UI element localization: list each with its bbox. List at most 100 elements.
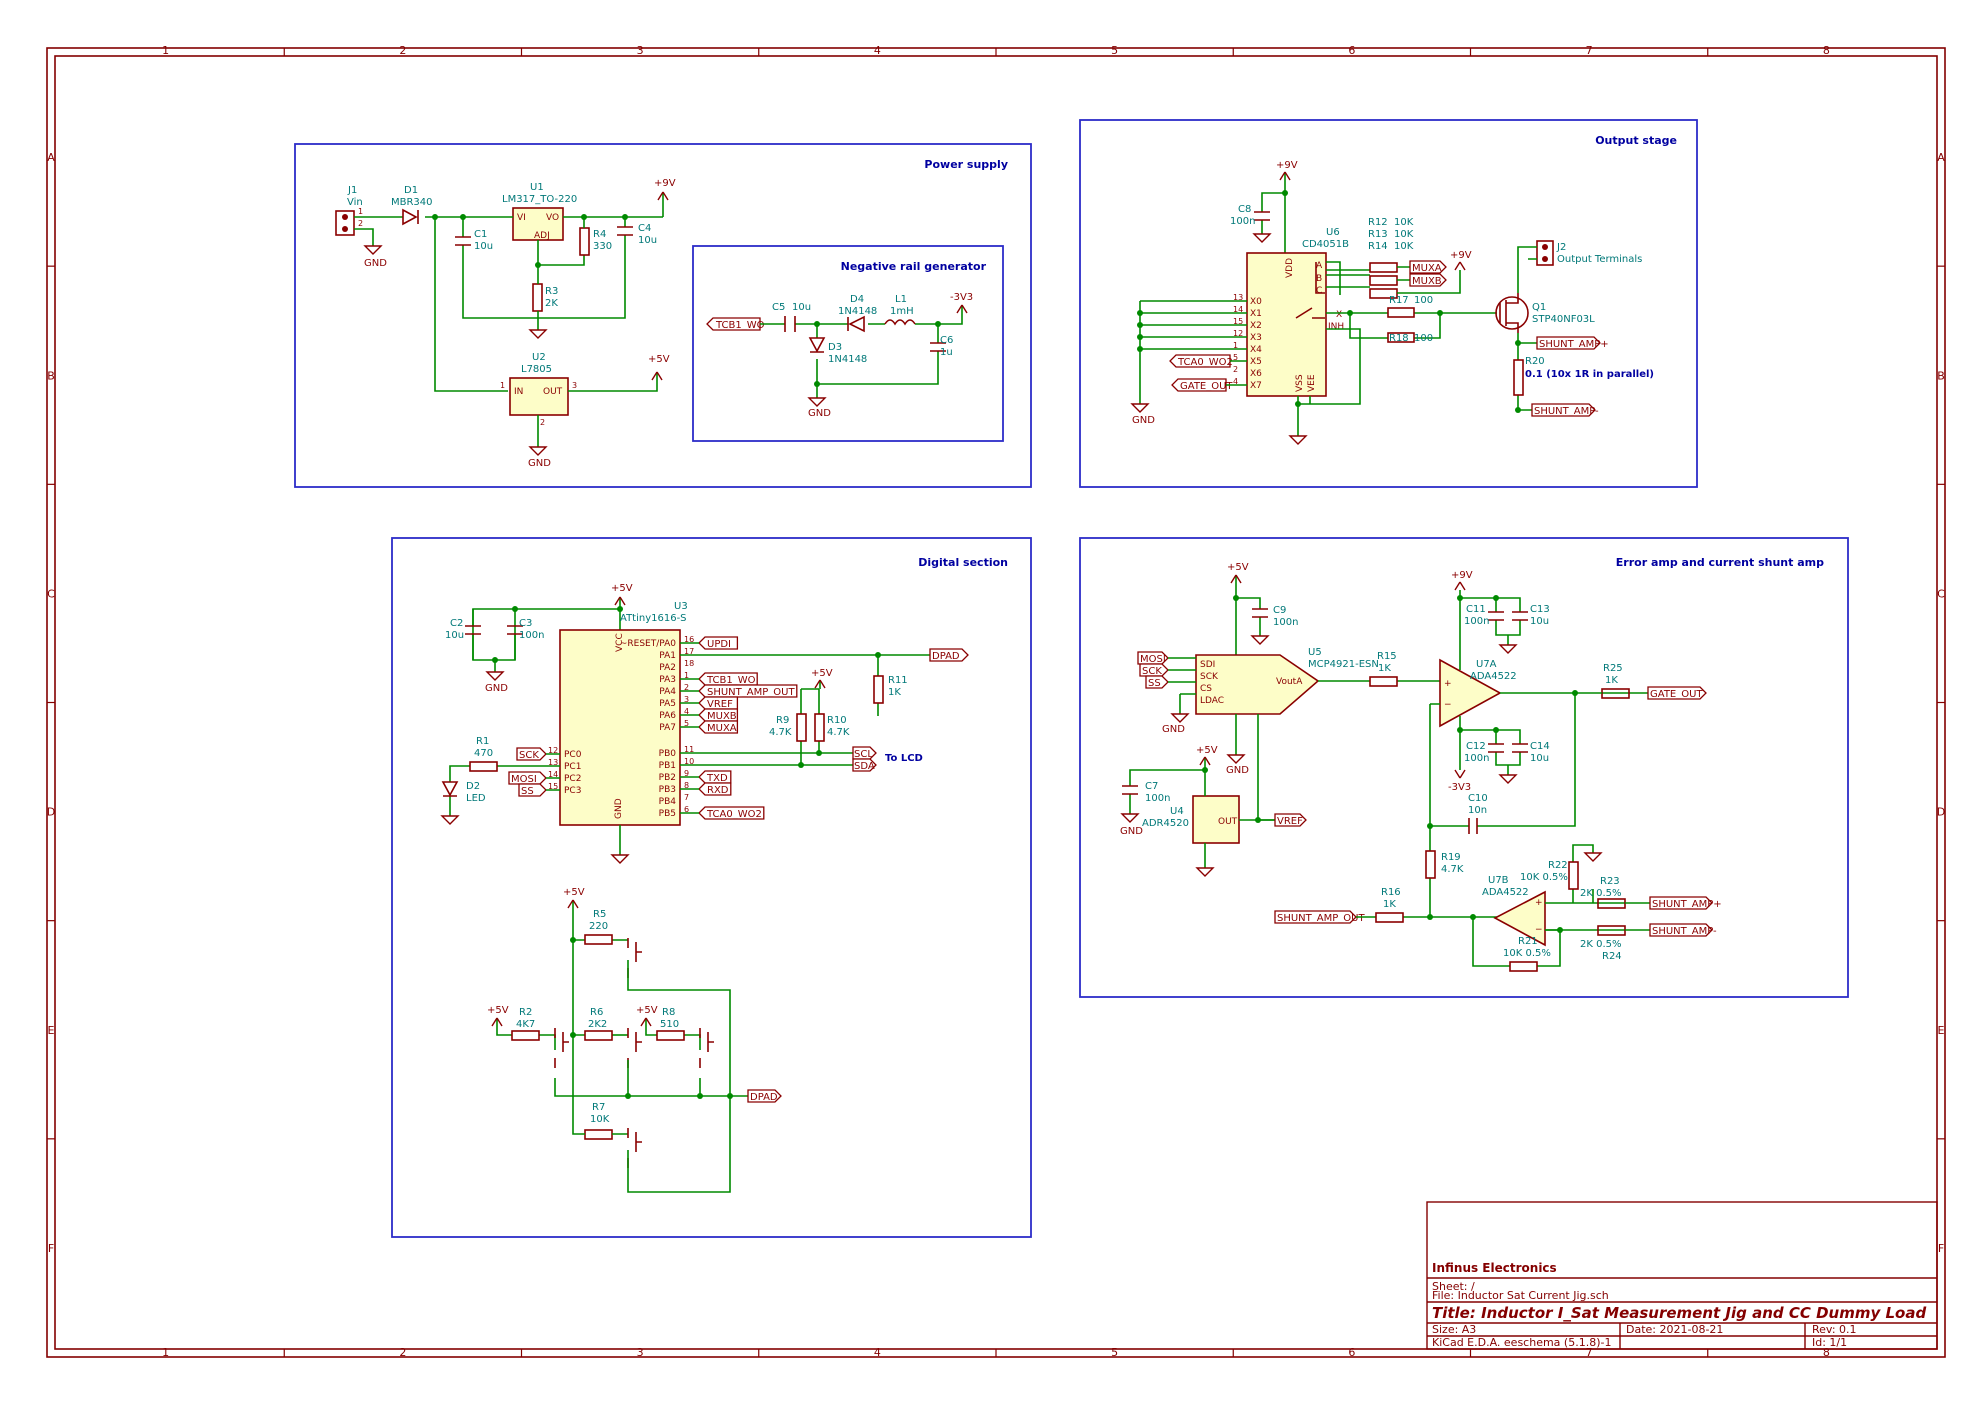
- u3-right-pin-label: PB3: [659, 785, 676, 795]
- svg-text:100n: 100n: [1273, 617, 1298, 628]
- svg-text:C7: C7: [1145, 781, 1158, 792]
- svg-text:MOSI: MOSI: [1140, 654, 1166, 665]
- svg-text:U2: U2: [532, 352, 546, 363]
- svg-text:10u: 10u: [1530, 616, 1549, 627]
- svg-text:SCK: SCK: [1142, 666, 1162, 677]
- svg-text:MOSI: MOSI: [511, 774, 537, 785]
- svg-text:ATtiny1616-S: ATtiny1616-S: [620, 613, 687, 624]
- svg-text:+9V: +9V: [1451, 570, 1473, 581]
- svg-text:R11: R11: [888, 675, 908, 686]
- svg-text:GND: GND: [1162, 724, 1185, 735]
- svg-text:1u: 1u: [940, 347, 953, 358]
- svg-text:4.7K: 4.7K: [827, 727, 850, 738]
- svg-text:U6: U6: [1326, 227, 1340, 238]
- zone-row-right: A: [1937, 151, 1945, 164]
- u3-left-pin-number: 14: [548, 770, 558, 779]
- svg-text:+5V: +5V: [1196, 745, 1218, 756]
- svg-text:CD4051B: CD4051B: [1302, 239, 1349, 250]
- svg-text:TCB1_WO: TCB1_WO: [715, 320, 765, 331]
- u6-pin-label: X3: [1250, 333, 1262, 343]
- svg-text:SDI: SDI: [1200, 660, 1215, 670]
- svg-text:+5V: +5V: [636, 1005, 658, 1016]
- u3-right-pin-number: 10: [684, 757, 694, 766]
- svg-text:INH: INH: [1328, 322, 1344, 332]
- zone-row-right: B: [1937, 369, 1945, 382]
- svg-text:-3V3: -3V3: [1448, 782, 1471, 793]
- svg-text:GATE_OUT: GATE_OUT: [1650, 689, 1703, 700]
- svg-text:DPAD: DPAD: [932, 651, 960, 662]
- svg-text:L1: L1: [895, 294, 907, 305]
- svg-text:IN: IN: [514, 387, 523, 397]
- tb-file: File: Inductor Sat Current Jig.sch: [1432, 1289, 1609, 1302]
- u3-left-pin-label: PC1: [564, 762, 581, 772]
- svg-text:C3: C3: [519, 618, 532, 629]
- u3-net-label: TCA0_WO2: [706, 809, 762, 820]
- u3-right-pin-number: 11: [684, 745, 694, 754]
- svg-text:C6: C6: [940, 335, 953, 346]
- svg-text:C9: C9: [1273, 605, 1286, 616]
- u7b-ada4522: [1493, 890, 1546, 947]
- u3-right-pin-label: PA6: [659, 711, 676, 721]
- svg-text:+5V: +5V: [563, 887, 585, 898]
- svg-text:C5: C5: [772, 302, 785, 313]
- svg-text:1N4148: 1N4148: [838, 306, 877, 317]
- u6-pin-number: 2: [1233, 365, 1238, 374]
- svg-text:SHUNT_AMP+: SHUNT_AMP+: [1652, 899, 1722, 910]
- svg-text:-3V3: -3V3: [950, 292, 973, 303]
- svg-text:J1: J1: [347, 185, 357, 196]
- zone-col-bottom: 8: [1823, 1346, 1830, 1359]
- zone-row-left: E: [48, 1024, 55, 1037]
- svg-text:+5V: +5V: [648, 354, 670, 365]
- u4-adr4520: [1192, 795, 1240, 844]
- svg-text:R12: R12: [1368, 217, 1388, 228]
- u6-pin-label: X5: [1250, 357, 1262, 367]
- u3-left-pin-label: PC2: [564, 774, 581, 784]
- svg-text:C4: C4: [638, 223, 651, 234]
- svg-text:1K: 1K: [1605, 675, 1618, 686]
- svg-text:J2: J2: [1556, 242, 1566, 253]
- svg-text:X: X: [1336, 310, 1342, 320]
- svg-text:SHUNT_AMP_OUT: SHUNT_AMP_OUT: [1277, 913, 1365, 924]
- svg-text:R6: R6: [590, 1007, 603, 1018]
- svg-text:510: 510: [660, 1019, 679, 1030]
- svg-text:STP40NF03L: STP40NF03L: [1532, 314, 1595, 325]
- svg-text:10u: 10u: [638, 235, 657, 246]
- u3-net-label: MUXB: [707, 711, 737, 722]
- u3-right-pin-number: 18: [684, 659, 694, 668]
- zone-col-bottom: 4: [874, 1346, 881, 1359]
- tb-company: Infinus Electronics: [1432, 1261, 1557, 1275]
- tb-sheet: Sheet: /: [1432, 1280, 1475, 1293]
- svg-text:C12: C12: [1466, 741, 1486, 752]
- svg-text:C8: C8: [1238, 204, 1251, 215]
- svg-text:R16: R16: [1381, 887, 1401, 898]
- block-title-output: Output stage: [1595, 134, 1677, 147]
- svg-text:R14: R14: [1368, 241, 1388, 252]
- svg-text:VCC: VCC: [615, 633, 625, 652]
- u6-pin-number: 14: [1233, 305, 1243, 314]
- pushbutton-switch: [699, 1028, 714, 1068]
- zone-col-bottom: 5: [1111, 1346, 1118, 1359]
- u6-pin-label: X6: [1250, 369, 1262, 379]
- svg-text:R15: R15: [1377, 651, 1397, 662]
- svg-text:OUT: OUT: [1218, 817, 1238, 827]
- svg-text:MCP4921-ESN: MCP4921-ESN: [1308, 659, 1379, 670]
- svg-text:100n: 100n: [1145, 793, 1170, 804]
- svg-text:10K: 10K: [1394, 241, 1414, 252]
- block-title-neg: Negative rail generator: [841, 260, 987, 273]
- svg-text:−: −: [1535, 925, 1543, 935]
- tb-rev: Rev: 0.1: [1812, 1323, 1857, 1336]
- svg-text:2K2: 2K2: [588, 1019, 607, 1030]
- svg-text:GND: GND: [1120, 826, 1143, 837]
- svg-text:VO: VO: [546, 213, 559, 223]
- u6-pin-number: 1: [1233, 341, 1238, 350]
- svg-text:GND: GND: [808, 408, 831, 419]
- tb-id: Id: 1/1: [1812, 1336, 1847, 1349]
- svg-text:R22: R22: [1548, 860, 1568, 871]
- u6-pin-number: 4: [1233, 377, 1238, 386]
- u3-right-pin-number: 7: [684, 793, 689, 802]
- u1-lm317: [512, 207, 564, 241]
- svg-text:LED: LED: [466, 793, 486, 804]
- svg-text:10K 0.5%: 10K 0.5%: [1503, 948, 1551, 959]
- svg-text:+5V: +5V: [611, 583, 633, 594]
- svg-text:SCL: SCL: [854, 749, 873, 760]
